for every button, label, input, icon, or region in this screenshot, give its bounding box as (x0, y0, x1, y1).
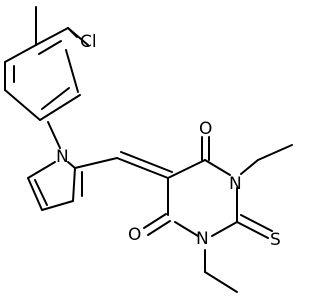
pyrrole-nitrogen-label: N (56, 147, 69, 167)
pyrimidine-ring (167, 159, 238, 237)
bond (41, 87, 70, 110)
bond (27, 177, 43, 211)
structure-canvas: Cl N O O N S N (4, 6, 293, 293)
exocyclic-double-bond (120, 151, 173, 173)
phenyl-ring (4, 27, 81, 121)
bond (174, 221, 199, 237)
bond (67, 161, 76, 169)
oxygen-bottom-label: O (128, 225, 141, 245)
bridge-bond (74, 157, 118, 169)
sulfur-label: S (270, 230, 281, 250)
aryl-n-bond (47, 121, 61, 149)
oxygen-top-label: O (199, 119, 212, 139)
chloro-bond (67, 27, 89, 46)
carbonyl-bond (147, 220, 171, 236)
bond (65, 49, 79, 93)
bond (204, 159, 231, 176)
chemical-structure: Cl N O O N S N (4, 6, 293, 293)
n1-label: N (229, 174, 242, 194)
thione-bond (236, 221, 269, 239)
bond (34, 179, 48, 206)
bond (39, 94, 81, 121)
chlorine-label: Cl (80, 32, 97, 52)
bond (4, 44, 37, 63)
pyrrole-ring (27, 161, 83, 211)
ethyl-bond (240, 159, 259, 175)
carbonyl-bond (143, 213, 167, 229)
bond (38, 40, 62, 55)
bond (72, 167, 76, 202)
n3-label: N (196, 229, 209, 249)
bond (35, 27, 69, 46)
ethyl-bond (204, 271, 238, 293)
thione-bond (240, 214, 273, 232)
exocyclic-double-bond (116, 157, 169, 179)
bond (211, 221, 238, 237)
bond (27, 161, 56, 179)
bond (4, 89, 41, 121)
bond (41, 200, 74, 211)
ethyl-bond (257, 144, 293, 161)
bond (167, 159, 206, 179)
